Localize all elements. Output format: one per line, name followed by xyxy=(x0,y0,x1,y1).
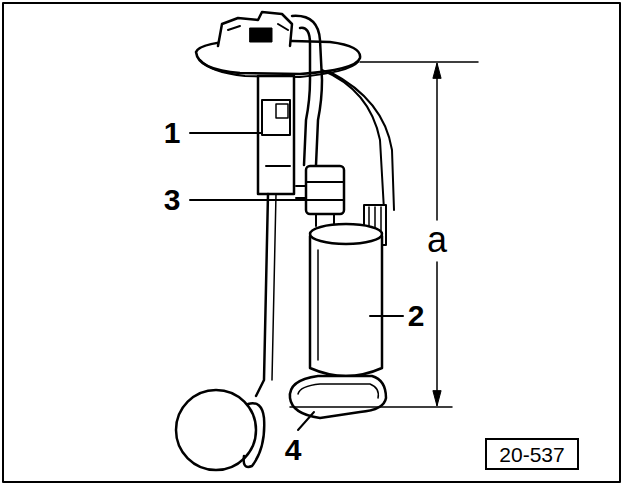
frame xyxy=(3,3,620,482)
leader-line xyxy=(190,132,262,134)
sender-window xyxy=(276,104,288,118)
float-clip xyxy=(244,403,265,467)
float-arm xyxy=(256,194,268,396)
figure-number: 20-537 xyxy=(499,444,564,465)
coupling xyxy=(306,166,344,214)
leader-line xyxy=(298,412,314,430)
pump-top xyxy=(310,224,382,244)
pump-shade xyxy=(317,250,319,360)
leader-line xyxy=(370,315,403,317)
coupling-detail xyxy=(296,182,344,200)
figure-number-box: 20-537 xyxy=(485,438,579,470)
pump-body xyxy=(310,236,382,376)
connector-detail xyxy=(228,24,288,30)
strainer-rim xyxy=(298,384,378,398)
hose xyxy=(292,16,322,165)
sender-detail xyxy=(262,100,290,166)
extension-line xyxy=(290,62,478,407)
dimension-label: a xyxy=(425,222,449,258)
strainer xyxy=(290,376,386,418)
callout-number: 4 xyxy=(285,435,302,465)
sender-unit xyxy=(258,76,294,194)
leader-line xyxy=(190,199,308,201)
top-connector xyxy=(218,12,292,46)
float-arm xyxy=(272,194,276,380)
callout-number: 1 xyxy=(164,118,181,148)
hose xyxy=(300,28,310,165)
connector-socket xyxy=(250,28,272,42)
callout-number: 3 xyxy=(164,185,181,215)
callout-number: 2 xyxy=(408,301,425,331)
